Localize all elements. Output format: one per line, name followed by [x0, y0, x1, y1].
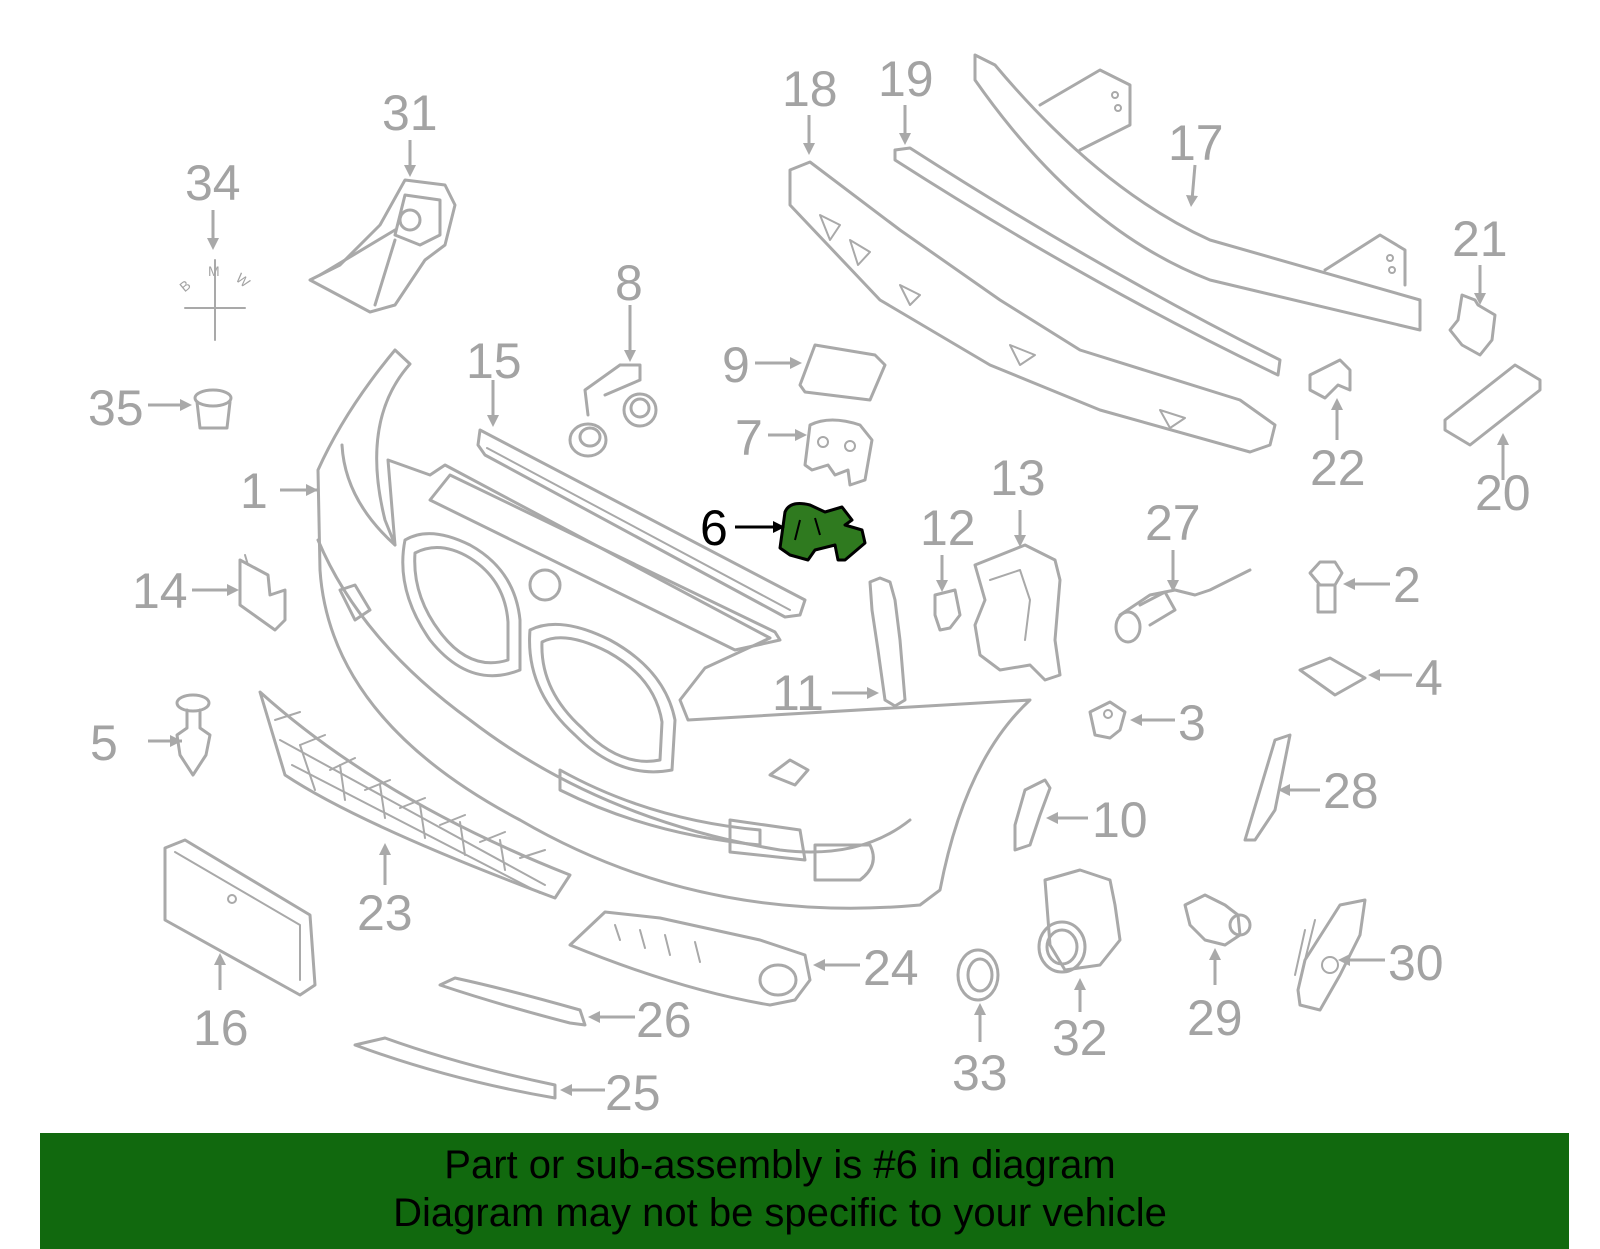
- part-4-pad: [1298, 656, 1367, 697]
- part-19-strip: [893, 146, 1282, 377]
- label-12: 12: [920, 500, 976, 556]
- label-24: 24: [863, 940, 919, 996]
- part-16-license-plate-bracket: [163, 838, 317, 997]
- part-35-grommet: [193, 388, 233, 430]
- banner-line-2: Diagram may not be specific to your vehi…: [393, 1191, 1167, 1235]
- label-32: 32: [1052, 1010, 1108, 1066]
- label-23: 23: [357, 885, 413, 941]
- label-8: 8: [615, 255, 643, 311]
- part-7-bracket: [803, 418, 874, 487]
- part-29-connector: [1183, 893, 1252, 947]
- label-27: 27: [1145, 495, 1201, 551]
- label-7: 7: [735, 410, 763, 466]
- part-20-block: [1443, 363, 1542, 447]
- label-2: 2: [1393, 557, 1421, 613]
- part-26-trim: [438, 976, 587, 1027]
- part-21-bracket: [1448, 293, 1497, 357]
- label-35: 35: [88, 380, 144, 436]
- part-6-shape: [778, 502, 867, 562]
- label-13: 13: [990, 450, 1046, 506]
- part-13-bracket: [973, 543, 1062, 682]
- label-31: 31: [382, 85, 438, 141]
- label-30: 30: [1388, 935, 1444, 991]
- part-32-sensor-holder: [1037, 868, 1122, 974]
- label-26: 26: [636, 992, 692, 1048]
- label-22: 22: [1310, 440, 1366, 496]
- label-25: 25: [605, 1065, 661, 1121]
- label-18: 18: [782, 61, 838, 117]
- banner-line-1: Part or sub-assembly is #6 in diagram: [444, 1143, 1116, 1187]
- label-17: 17: [1168, 115, 1224, 171]
- part-1-bumper-cover: [316, 348, 1032, 910]
- label-15: 15: [466, 333, 522, 389]
- part-31-air-duct: [308, 178, 457, 314]
- part-23-lower-grille: [258, 690, 572, 900]
- label-19: 19: [878, 51, 934, 107]
- emblem-letter-b: B: [176, 277, 193, 295]
- part-3-nut: [1088, 700, 1127, 740]
- part-18-absorber: [788, 160, 1277, 454]
- label-28: 28: [1323, 763, 1379, 819]
- part-14-bracket: [238, 554, 287, 632]
- part-17-reinforcement: [973, 53, 1422, 332]
- label-1: 1: [240, 463, 268, 519]
- part-24-fog-lamp-cover: [568, 910, 812, 1007]
- part-25-trim: [353, 1036, 557, 1100]
- part-33-sensor: [956, 948, 1000, 1002]
- part-22-bracket: [1308, 358, 1352, 400]
- part-34-emblem: B M W: [176, 259, 254, 341]
- label-3: 3: [1178, 695, 1206, 751]
- part-10-clip: [1013, 778, 1052, 852]
- label-16: 16: [193, 1000, 249, 1056]
- emblem-letter-w: W: [233, 270, 254, 291]
- label-20: 20: [1475, 465, 1531, 521]
- label-6: 6: [700, 500, 728, 556]
- part-6-highlighted-bracket: [778, 502, 867, 562]
- label-21: 21: [1452, 211, 1508, 267]
- info-banner: Part or sub-assembly is #6 in diagram Di…: [40, 1133, 1569, 1249]
- label-9: 9: [722, 337, 750, 393]
- part-15-trim-strip: [476, 428, 807, 619]
- callout-labels: 1 2 3 4 5 6 7 8 9 10 11 12 13 14 15 16 1…: [88, 51, 1531, 1121]
- part-9-cover: [798, 343, 887, 402]
- part-5-clip: [175, 693, 212, 777]
- part-8-bracket-with-grommets: [568, 363, 658, 458]
- label-11: 11: [772, 665, 824, 721]
- label-4: 4: [1415, 650, 1443, 706]
- part-12-clip: [933, 588, 962, 632]
- part-27-sensor: [1114, 568, 1252, 644]
- label-10: 10: [1092, 792, 1148, 848]
- leader-arrows: [148, 105, 1509, 1096]
- part-28-reflector-strip: [1243, 733, 1292, 842]
- label-14: 14: [132, 563, 188, 619]
- part-30-bracket: [1294, 898, 1367, 1012]
- label-29: 29: [1187, 990, 1243, 1046]
- part-11-bracket: [868, 576, 907, 708]
- label-5: 5: [90, 715, 118, 771]
- label-33: 33: [952, 1045, 1008, 1101]
- label-34: 34: [185, 155, 241, 211]
- part-2-bolt: [1308, 560, 1344, 614]
- emblem-letter-m: M: [208, 263, 220, 279]
